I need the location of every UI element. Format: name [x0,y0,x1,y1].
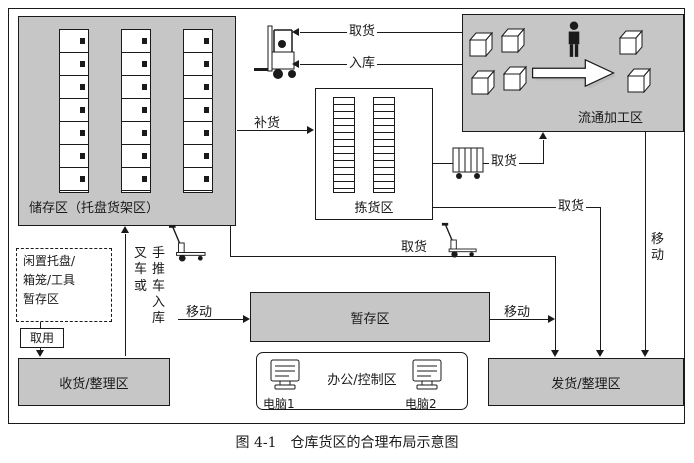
worker-icon [563,21,585,59]
storage-rack-icon [59,29,89,193]
flow-line-move-right [645,132,646,351]
diagram-frame [8,8,685,424]
zone-circulation: 流通加工区 [462,14,684,132]
figure-caption: 图 4-1 仓库货区的合理布局示意图 [235,435,459,451]
zone-idle-storage: 闲置托盘/ 箱笼/工具 暂存区 [16,248,112,322]
arrowhead-pickup-processing-up [539,132,547,139]
arrowhead-pickup-shipping-down [596,350,604,357]
zone-circulation-label: 流通加工区 [577,111,643,126]
picking-rack-icon [333,97,355,193]
arrowhead-move-right-down [641,350,649,357]
computer-icon [411,358,443,394]
flow-arrow-icon [529,57,619,89]
flow-line-pickup-processing-up [543,140,544,164]
entry-text-col2: 手推车入库 [152,246,166,326]
zone-office: 办公/控制区 电脑1 电脑2 [256,352,468,411]
zone-temp-storage-label: 暂存区 [350,311,390,327]
zone-receiving-label: 收货/整理区 [59,376,129,392]
picking-rack-icon [373,97,395,193]
storage-rack-icon [121,29,151,193]
flow-line-pickup-shipping [433,207,600,208]
carton-box-icon [503,65,531,91]
flow-line-pickup-shipping-down [600,207,601,351]
computer-icon [269,358,301,394]
carton-box-icon [469,31,497,57]
arrowhead-temp-out-down [551,350,559,357]
carton-box-icon [471,69,499,95]
zone-storage-label: 储存区（托盘货架区） [29,201,160,216]
arrowhead-entry-up [121,226,129,233]
take-use-label: 取用 [29,331,54,345]
move-right-label: 移动 [651,232,665,264]
pallet-jack-icon [438,222,480,258]
arrowhead-pickup-top-left [292,28,299,36]
storage-rack-icon [183,29,213,193]
zone-office-label: 办公/控制区 [327,373,397,388]
flow-line-move-temp [178,319,243,320]
pickup-processing-label: 取货 [489,154,520,169]
zone-temp-storage: 暂存区 [250,292,490,342]
flow-line-move-shipping [490,319,548,320]
pickup-shipping-label: 取货 [556,199,587,214]
flow-line-replenish [237,130,307,131]
zone-storage: 储存区（托盘货架区） [18,16,236,226]
pickup-storage-label: 取货 [399,240,430,255]
pickup-top-label: 取货 [347,24,378,39]
flow-line-storage-connector [230,226,231,256]
zone-idle-storage-line3: 暂存区 [23,292,60,307]
flow-line-pickup-storage [230,256,555,257]
entry-text-col1: 叉车或 [134,246,148,294]
arrowhead-replenish-right [307,126,314,134]
arrowhead-move-temp-right [243,315,250,323]
flow-line-pickup-processing [433,163,543,164]
zone-idle-storage-line2: 箱笼/工具 [23,273,76,288]
cage-cart-icon [450,146,486,180]
arrowhead-inbound-left [292,60,299,68]
pallet-jack-icon [166,224,208,262]
computer1-label: 电脑1 [263,397,295,411]
carton-box-icon [627,67,655,93]
zone-receiving: 收货/整理区 [18,358,170,406]
take-use-box: 取用 [20,328,64,348]
carton-box-icon [501,27,529,53]
arrowhead-take-use-down [36,350,44,357]
zone-picking-label: 拣货区 [354,201,394,216]
flow-line-pickup-top [300,32,462,33]
inbound-label: 入库 [347,56,378,71]
flow-line-entry [125,234,126,356]
zone-idle-storage-line1: 闲置托盘/ [23,254,76,268]
arrowhead-move-shipping-right [548,315,555,323]
carton-box-icon [619,29,647,55]
zone-shipping-label: 发货/整理区 [551,376,621,392]
flow-line-inbound [300,64,462,65]
replenish-label: 补货 [254,116,281,131]
zone-picking: 拣货区 [315,88,433,220]
forklift-icon [254,22,300,80]
computer2-label: 电脑2 [405,397,437,411]
move-to-shipping-label: 移动 [504,305,531,320]
zone-shipping: 发货/整理区 [488,358,684,406]
flow-line-temp-out [555,256,556,351]
move-to-temp-label: 移动 [186,305,213,320]
